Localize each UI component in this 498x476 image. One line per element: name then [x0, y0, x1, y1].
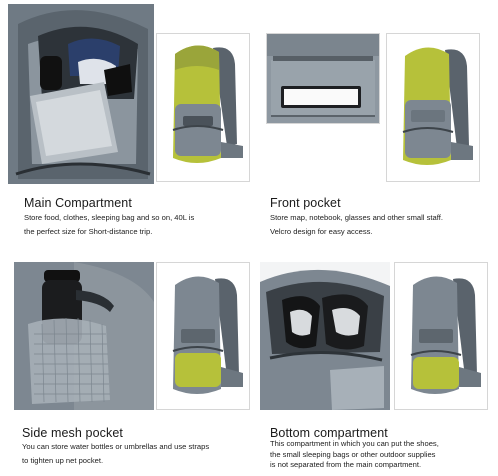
front-pocket-photo — [266, 33, 380, 124]
bottom-compartment-title: Bottom compartment — [270, 426, 388, 440]
front-pocket-description: Store map, notebook, glasses and other s… — [270, 211, 443, 239]
side-mesh-pocket-line-2: to tighten up net pocket. — [22, 456, 104, 465]
main-compartment-photo — [8, 4, 154, 184]
side-backpack-thumbnail — [156, 262, 250, 410]
front-backpack-thumbnail — [386, 33, 480, 182]
side-mesh-pocket-photo — [14, 262, 154, 410]
bottom-compartment-line-3: is not separated from the main compartme… — [270, 460, 422, 469]
main-compartment-line-1: Store food, clothes, sleeping bag and so… — [24, 213, 195, 222]
main-backpack-thumbnail — [156, 33, 250, 182]
main-compartment-line-2: the perfect size for Short-distance trip… — [24, 227, 153, 236]
side-mesh-pocket-title: Side mesh pocket — [22, 426, 123, 440]
bottom-compartment-photo — [260, 262, 390, 410]
bottom-compartment-line-1: This compartment in which you can put th… — [270, 439, 439, 448]
front-pocket-title: Front pocket — [270, 196, 341, 210]
main-compartment-description: Store food, clothes, sleeping bag and so… — [24, 211, 194, 239]
side-mesh-pocket-line-1: You can store water bottles or umbrellas… — [22, 442, 210, 451]
bottom-backpack-thumbnail — [394, 262, 488, 410]
front-pocket-line-2: Velcro design for easy access. — [270, 227, 373, 236]
front-pocket-line-1: Store map, notebook, glasses and other s… — [270, 213, 443, 222]
bottom-compartment-line-2: the small sleeping bags or other outdoor… — [270, 449, 436, 459]
side-mesh-pocket-description: You can store water bottles or umbrellas… — [22, 440, 209, 468]
main-compartment-title: Main Compartment — [24, 196, 132, 210]
bottom-compartment-description: This compartment in which you can put th… — [270, 439, 439, 471]
